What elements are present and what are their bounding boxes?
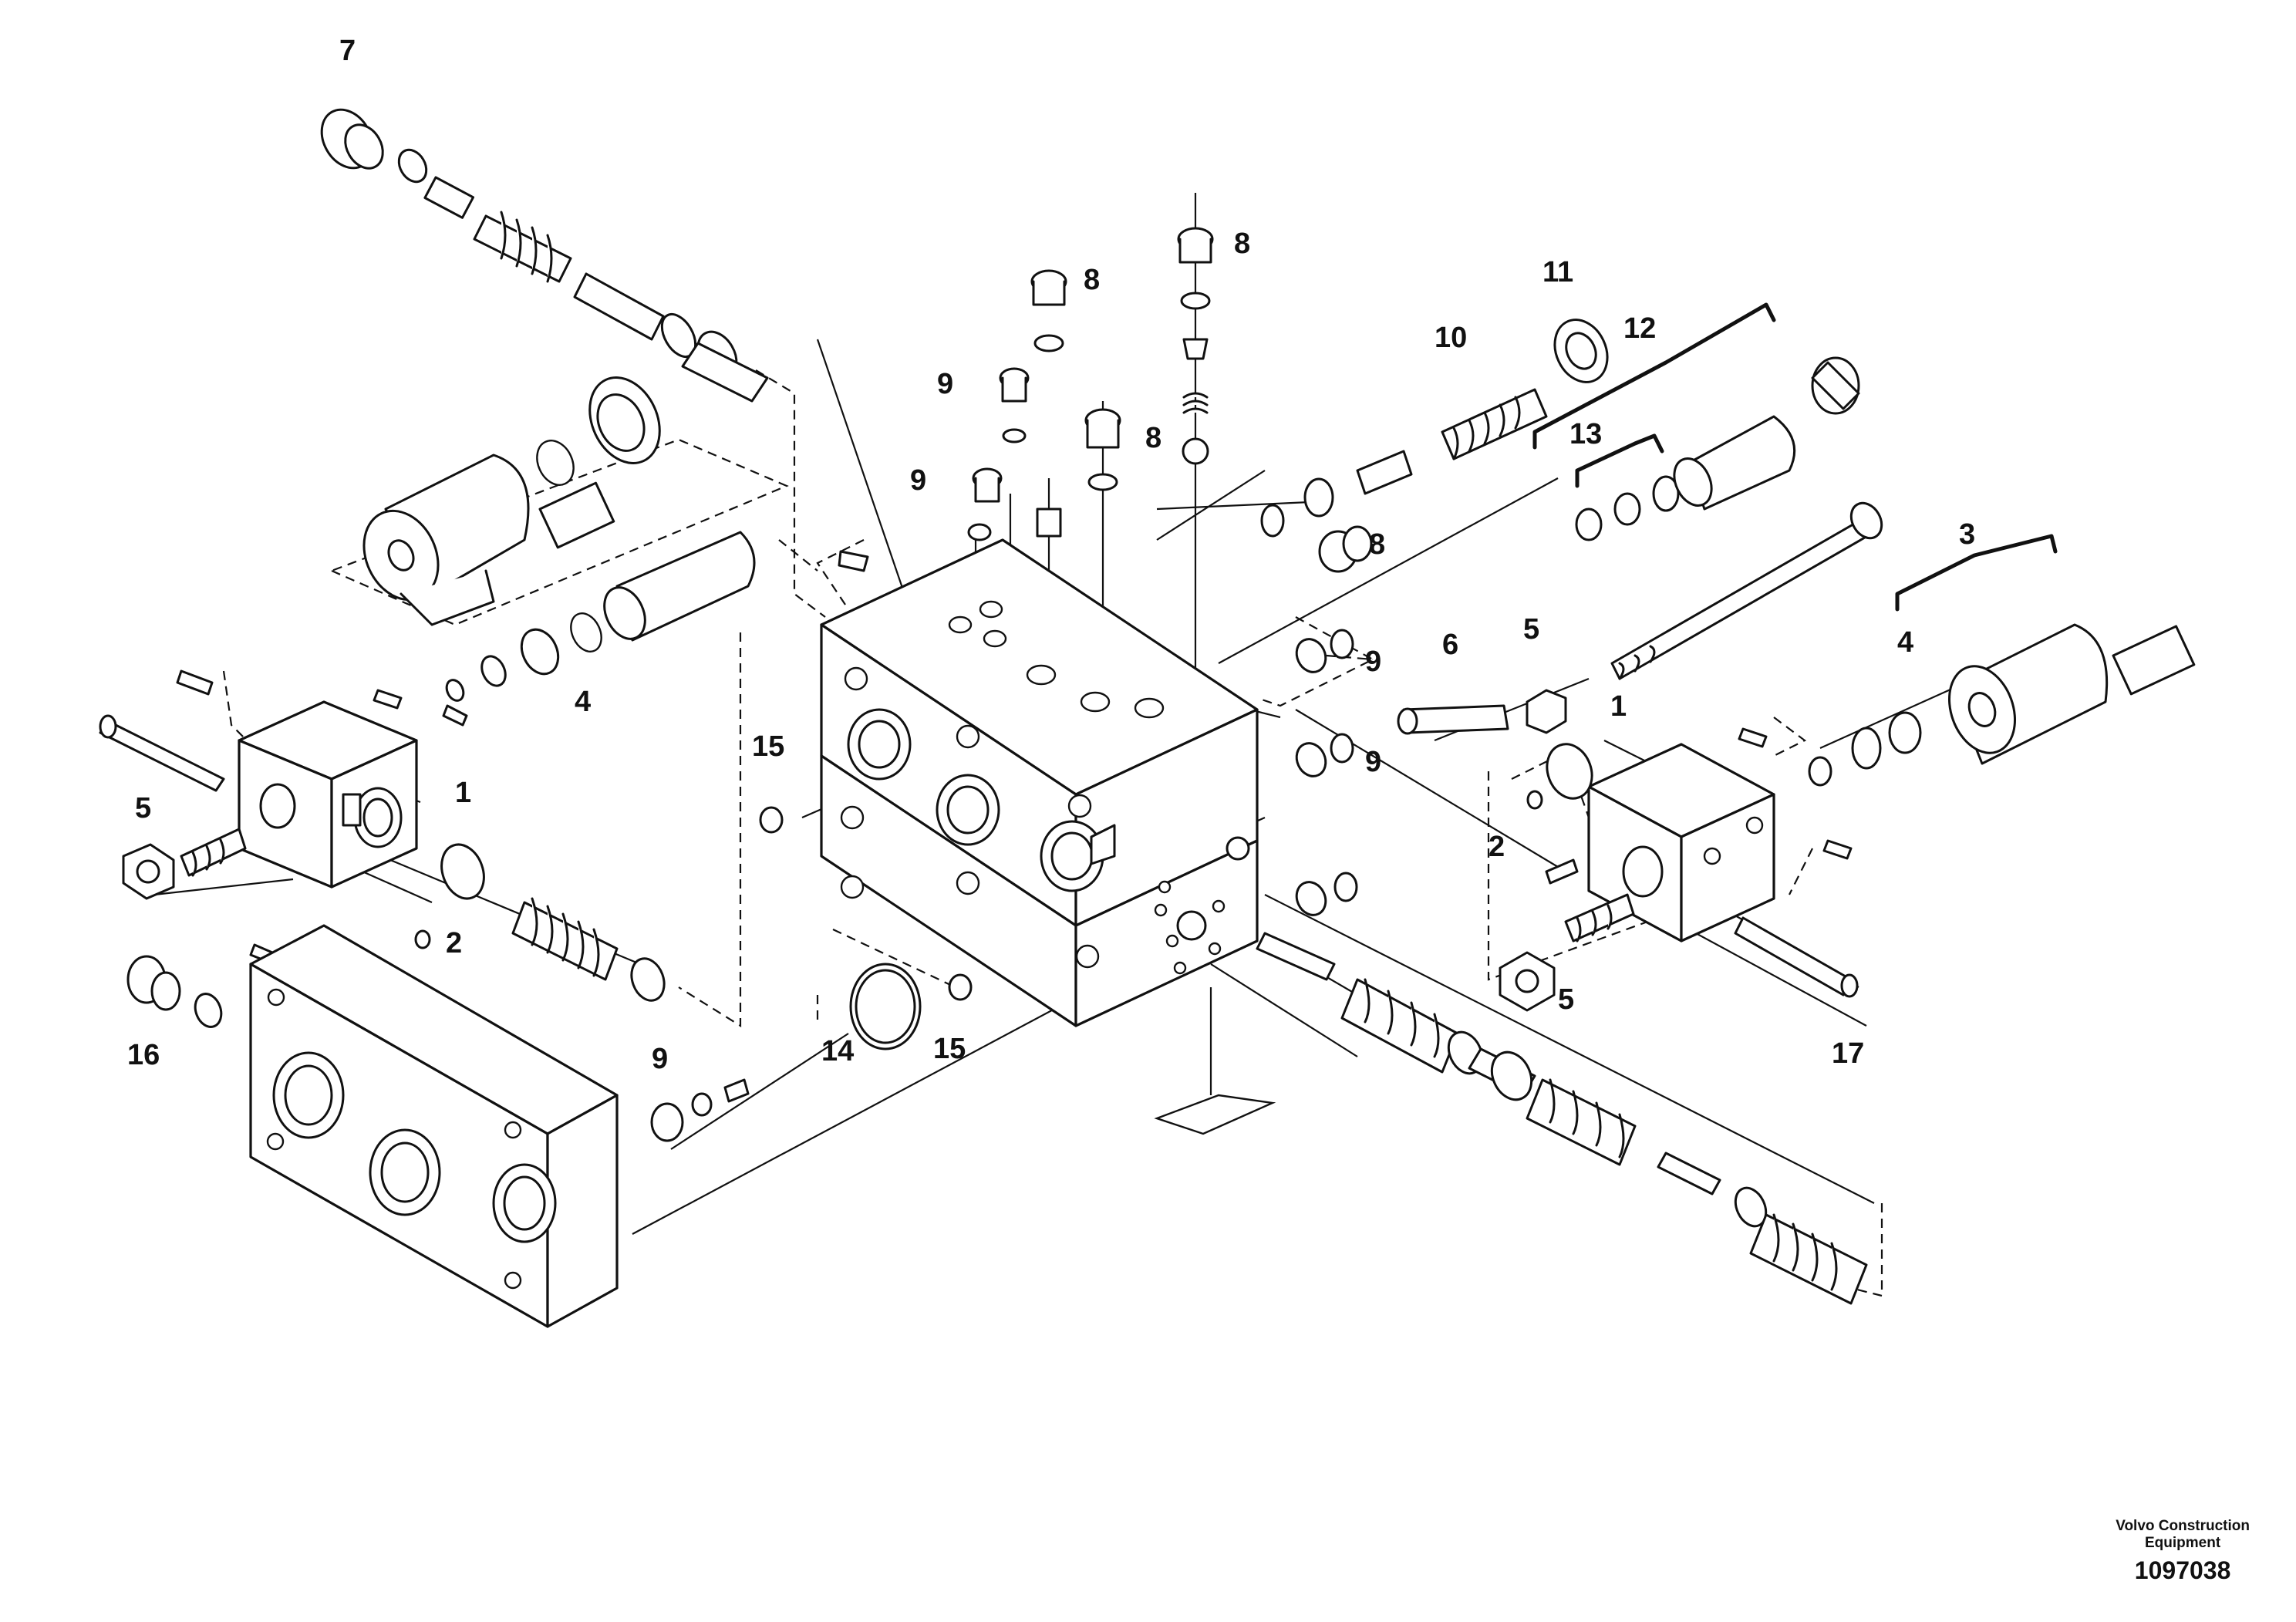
brand-line-2: Equipment xyxy=(2145,1535,2221,1551)
callout-8-d: 8 xyxy=(1369,528,1385,561)
callout-11: 11 xyxy=(1542,256,1573,288)
callout-10: 10 xyxy=(1435,322,1467,354)
callout-5-left: 5 xyxy=(135,792,151,824)
top-plugs xyxy=(838,227,1214,572)
callout-5-center: 5 xyxy=(1523,613,1539,646)
relief-valve-cartridge xyxy=(1260,319,1860,541)
seals-14-15 xyxy=(759,806,973,1050)
callout-17: 17 xyxy=(1832,1037,1864,1070)
callout-2-left: 2 xyxy=(446,927,462,959)
screws-left xyxy=(99,669,468,966)
callout-9-a: 9 xyxy=(937,368,953,400)
oring-spring-left xyxy=(414,843,666,1002)
callout-numbers: 7 8 8 8 8 9 9 9 9 10 11 12 13 3 4 4 5 5 … xyxy=(127,35,1975,1075)
image-code: 1097038 xyxy=(2134,1556,2231,1584)
plug-chain-lower xyxy=(650,1078,750,1142)
brand-line-1: Volvo Construction xyxy=(2116,1518,2250,1534)
solenoid-coil-left xyxy=(362,376,661,626)
callout-4-left: 4 xyxy=(575,686,591,718)
callout-16: 16 xyxy=(127,1039,160,1071)
callout-4-right: 4 xyxy=(1897,626,1913,659)
nut-and-spring-left xyxy=(122,828,247,900)
main-valve-block xyxy=(820,538,1259,1027)
callout-3: 3 xyxy=(1959,518,1975,551)
callout-7: 7 xyxy=(339,35,356,67)
group-braces xyxy=(1532,302,2058,612)
callout-6: 6 xyxy=(1442,629,1458,661)
plug-16 xyxy=(126,955,223,1028)
callout-9-b: 9 xyxy=(910,464,926,497)
callout-13: 13 xyxy=(1569,418,1602,450)
stud-and-nut-center xyxy=(1397,689,1567,735)
callout-8-b: 8 xyxy=(1084,264,1100,296)
base-symbol xyxy=(1154,987,1276,1135)
callout-8-c: 8 xyxy=(1145,422,1161,454)
callout-12: 12 xyxy=(1623,312,1656,345)
publisher-footer: Volvo Construction Equipment 1097038 xyxy=(2116,1518,2250,1585)
callout-9-lower: 9 xyxy=(652,1043,668,1075)
callout-9-d: 9 xyxy=(1365,746,1381,778)
callout-15-bottom: 15 xyxy=(933,1033,966,1065)
callout-2-right: 2 xyxy=(1489,831,1505,863)
callout-14: 14 xyxy=(821,1035,854,1067)
long-bolt-right xyxy=(1610,501,1883,680)
end-cap-block-left xyxy=(238,700,418,889)
callout-9-c: 9 xyxy=(1365,646,1381,678)
end-cap-block-right xyxy=(1587,743,1775,943)
solenoid-coil-right xyxy=(1808,623,2196,787)
spool-assembly-top-left xyxy=(320,108,769,403)
callout-1-right: 1 xyxy=(1610,690,1627,723)
cover-plate-lower-left xyxy=(249,924,619,1328)
callout-15-left: 15 xyxy=(752,730,784,763)
callout-8-a: 8 xyxy=(1234,228,1250,260)
callout-1-left: 1 xyxy=(455,777,471,809)
spool-assembly-lower-right xyxy=(1256,932,1868,1305)
right-small-parts xyxy=(1499,727,1859,1012)
cartridge-left xyxy=(445,531,756,702)
callout-5-right: 5 xyxy=(1558,983,1574,1016)
side-plugs-right xyxy=(1295,525,1373,916)
